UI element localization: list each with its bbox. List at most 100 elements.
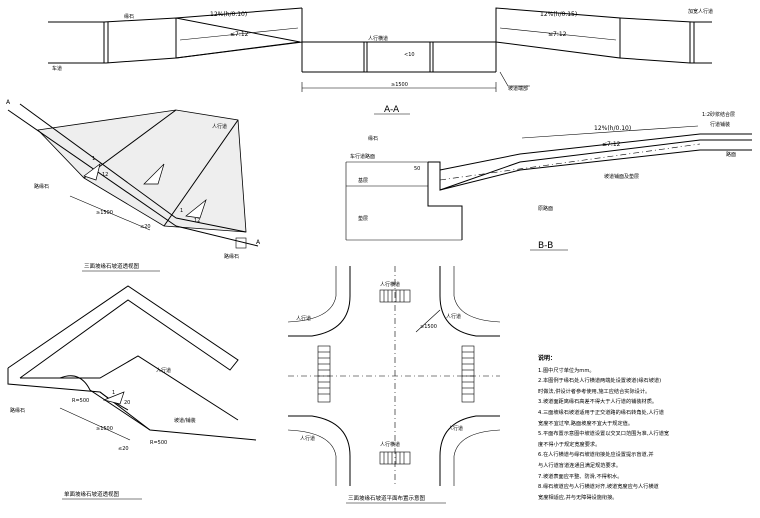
single-side-label-curb: 路缘石 [10, 407, 25, 414]
plan-label-right-bottom: 人行道 [448, 425, 463, 432]
three-side-curb-end [235, 237, 247, 249]
three-side-dim-line [69, 195, 151, 231]
plan-corner-tl [288, 266, 351, 337]
bb-slope-line [521, 125, 699, 139]
aa-bottom-right-leader [499, 71, 530, 87]
aa-right-bottom-line [619, 57, 712, 64]
three-side-dim-width: ≥1500 [96, 210, 113, 216]
aa-curb-face-label: <10 [404, 52, 415, 58]
aa-bottom-right-label: 坡道端部 [508, 85, 528, 92]
plan-corner-tr [439, 266, 500, 337]
three-side-label-curb: 路缘石 [34, 183, 49, 190]
three-side-left-edge-2 [19, 103, 177, 219]
plan-crosswalk-left [317, 345, 331, 403]
plan-label-top: 人行横道 [380, 281, 400, 288]
aa-slope-left-2: ≤7:12 [230, 31, 249, 38]
plan-label-bottom: 人行横道 [380, 441, 400, 448]
bb-base-label: 基层 [358, 177, 368, 184]
single-side-curb-bottom [7, 368, 257, 441]
aa-left-top-line [48, 17, 301, 43]
bb-curb-outline [427, 162, 463, 240]
single-side-ramp-sign: 坡道/铺装 [174, 417, 196, 424]
aa-slope-right-2: ≤7:12 [548, 31, 567, 38]
three-side-left-edge [7, 109, 177, 227]
single-side-label-r2: R=500 [150, 440, 167, 446]
plan-corner-br [439, 415, 500, 486]
aa-right-top-line [619, 17, 712, 23]
three-side-arrow-2 [143, 163, 165, 185]
notes-item: 7.坡道表面应平整、防滑,不得积水。 [538, 473, 623, 480]
bb-dash-line [439, 143, 701, 181]
single-side-label-r1: R=500 [72, 398, 89, 404]
three-side-arrow-3 [185, 198, 207, 219]
aa-width-dim: ≥1500 [391, 82, 408, 88]
three-side-bottom-edge [175, 225, 259, 247]
bb-ramp-surface [439, 133, 752, 171]
plan-crosswalk-top [379, 289, 411, 303]
three-side-arrow-1 [83, 163, 101, 181]
single-side-surface-outline [7, 285, 239, 379]
notes-item: 8.缘石坡道应与人行横道对齐,坡道宽度应与人行横道 [538, 484, 659, 491]
single-side-dim-width: ≥1500 [96, 426, 113, 432]
aa-curb-top-label: 缘石 [124, 13, 134, 20]
plan-caption: 三面坡缘石坡道平面布置示意图 [348, 494, 426, 502]
bb-ramp-bottom [439, 149, 752, 191]
aa-slope-right: 12%(h/0.15) [540, 11, 577, 18]
single-side-caption: 单面坡缘石坡道透视图 [64, 490, 120, 498]
aa-left-ramp-slope [179, 27, 299, 41]
three-side-caption: 三面坡缘石坡道透视图 [84, 262, 140, 270]
aa-right-ramp-slope [499, 27, 617, 41]
three-side-label-a-right: A [256, 239, 261, 246]
single-side-label-sidewalk: 人行道 [156, 367, 171, 374]
notes-item: 宽度相适应,并与无障碍设施衔接。 [538, 494, 618, 501]
single-side-dim-small: ≤20 [118, 446, 129, 452]
bb-curb-label: 缘石 [368, 135, 378, 142]
three-side-ratio-12b: 12 [194, 218, 200, 224]
single-side-curve [59, 375, 151, 431]
three-side-label-a-top: A [6, 99, 11, 106]
bb-small-dim: 50 [414, 166, 420, 172]
notes-item: 与人行道盲道连通且满足规范要求。 [538, 462, 622, 469]
aa-crossing-label: 人行横道 [368, 35, 388, 42]
single-side-ratio-1: 1 [112, 390, 115, 396]
single-side-arrow [102, 391, 125, 405]
aa-left-bottom-line [48, 41, 301, 64]
plan-sidewalk-bl [287, 429, 337, 486]
notes-item: 3.坡道面距离缘石高差不得大于人行道的铺装材质。 [538, 399, 658, 406]
section-aa: 12%(h/0.10) 12%(h/0.15) ≤7:12 ≤7:12 缘石 车… [48, 7, 713, 115]
plan-label-left-bottom: 人行道 [300, 435, 315, 442]
bb-road-label: 车行道路面 [350, 153, 375, 160]
aa-slope-left: 12%(h/0.10) [210, 11, 247, 18]
bb-title: B-B [538, 241, 553, 251]
section-bb: 缘石 车行道路面 基层 垫层 12%(h/0.10) ≤7:12 1:2砂浆结合… [345, 111, 752, 251]
three-side-dim-small: ≤20 [140, 224, 151, 230]
notes-item: 时做法,供设计者参考使用,施工应结合实际设计。 [538, 388, 651, 395]
single-side-ratio-20: 20 [124, 400, 130, 406]
notes-item: 6.在人行横道与缘石坡道衔接处应设置提示盲道,并 [538, 452, 654, 459]
three-side-bottom-edge-2 [175, 217, 247, 233]
aa-left-ramp-top [175, 7, 303, 19]
plan-crosswalk-right [461, 345, 475, 403]
plan-diag-dim-line [415, 309, 441, 333]
bb-slope-2: ≤7:12 [602, 141, 621, 148]
three-side-diag-2 [163, 119, 239, 227]
bb-ramp-top [428, 139, 752, 191]
notes-item: 4.三面坡缘石坡道适用于正交道路的缘石转角处,人行道 [538, 409, 664, 416]
bb-right-label-3: 路面 [726, 151, 736, 158]
notes-block: 说明： 1.图中尺寸单位为mm。 2.本图例于缘石处人行横道两端处设置坡道(缘石… [538, 354, 756, 503]
view-three-side: A A 人行道 路缘石 路缘石 ≥1500 ≤20 1 12 1 12 三面坡缘… [6, 99, 261, 272]
notes-item: 2.本图例于缘石处人行横道两端处设置坡道(缘石坡道) [538, 378, 662, 385]
notes-item: 宽度不宜过窄,路面坡度不宜大于规定值。 [538, 420, 634, 427]
plan-label-right: 人行道 [446, 313, 461, 320]
bb-slope-top: 12%(h/0.10) [594, 125, 631, 132]
bb-right-label-1: 1:2砂浆结合层 [702, 111, 735, 118]
three-side-ratio-1b: 1 [180, 208, 183, 214]
view-single-side: 人行道 路缘石 R=500 R=500 1 20 坡道/铺装 ≥1500 ≤20… [7, 285, 257, 500]
bb-right-label-2: 行道铺装 [710, 121, 730, 128]
plan-dim-diag: ≥1500 [420, 324, 437, 330]
plan-sidewalk-tr [453, 266, 501, 323]
three-side-ratio-12: 12 [102, 172, 108, 178]
three-side-label-sidewalk: 人行道 [212, 123, 227, 130]
plan-crosswalk-bottom [379, 451, 411, 465]
